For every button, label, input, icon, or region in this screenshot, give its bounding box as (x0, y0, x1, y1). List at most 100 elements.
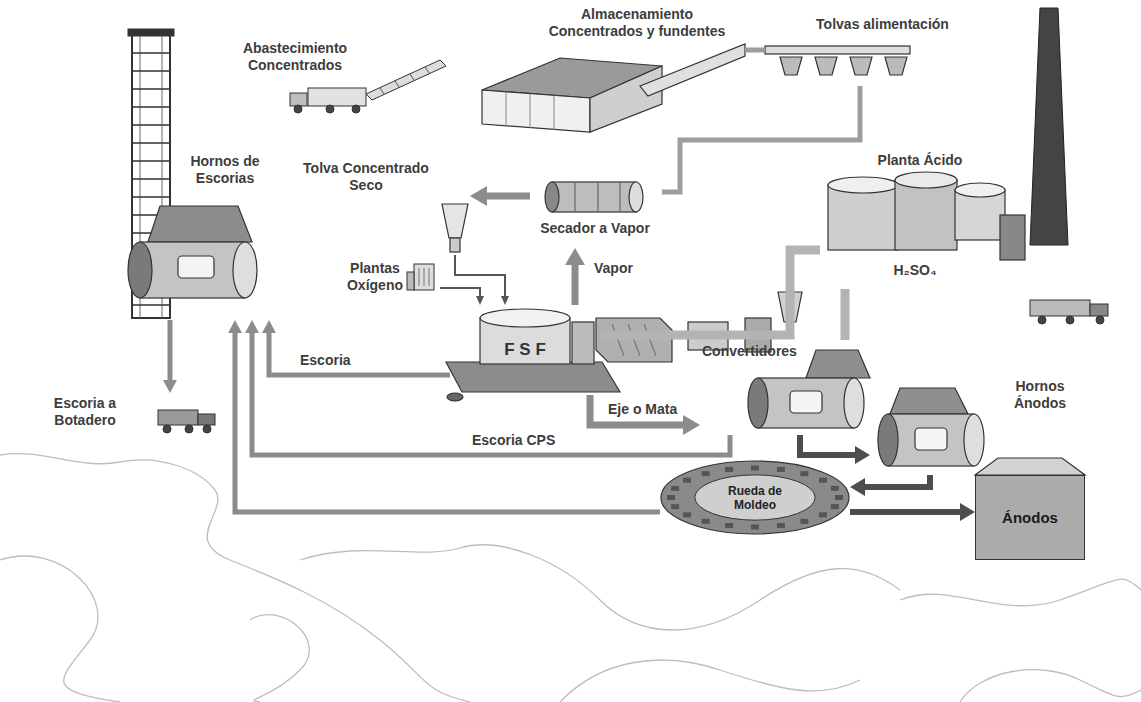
slag-dump: Escoria a Botadero (30, 393, 225, 438)
equipment-label: Hornos de Escorias (175, 153, 275, 187)
storage-building (482, 44, 745, 132)
anode-furnace-node: Hornos Ánodos (870, 375, 1098, 475)
storage-area: Almacenamiento Concentrados y fundentes (470, 4, 745, 134)
wheel-hub (695, 475, 815, 520)
equipment-label: F S F (504, 340, 546, 360)
slag-furnace (128, 242, 152, 298)
oxygen-plant (407, 264, 434, 290)
supply-area: Abastecimiento Concentrados (225, 38, 445, 113)
feed-arrow (440, 288, 480, 297)
mould (777, 467, 785, 472)
storage-building (640, 44, 745, 96)
anode-box: Ánodos (975, 475, 1085, 560)
steam-dryer (629, 182, 643, 212)
anode-furnace (964, 414, 984, 466)
acid-stack (1030, 8, 1068, 245)
feed-hoppers (815, 57, 837, 75)
converter (806, 350, 870, 378)
supply-truck (352, 105, 360, 113)
acid-truck (1030, 300, 1090, 316)
feed-hoppers (850, 57, 872, 75)
dry-concentrate-hopper (442, 204, 468, 252)
acid-plant-tanks (955, 183, 1005, 197)
equipment-label: Ánodos (1002, 509, 1058, 527)
flash-furnace (447, 393, 463, 401)
mould (831, 504, 839, 509)
dump-truck (185, 425, 193, 433)
mould (751, 525, 759, 530)
acid-plant-tanks (1000, 215, 1025, 260)
converter-node: Convertidores (700, 340, 870, 435)
terrain-lines (0, 556, 120, 702)
acid-plant-tanks (828, 185, 898, 250)
feed-arrow (455, 255, 505, 297)
slag-furnace-node: Hornos de Escorias (120, 150, 277, 320)
waste-heat-boiler (596, 318, 672, 362)
slag-furnace (140, 242, 245, 298)
slag-furnace (148, 206, 252, 242)
mould (683, 512, 691, 517)
equipment-label: Abastecimiento Concentrados (230, 40, 360, 74)
feed-hoppers (885, 57, 907, 75)
flow-arrow (572, 262, 579, 305)
mould (671, 504, 679, 509)
dry-concentrate-hopper (442, 204, 468, 238)
acid-truck (1090, 304, 1108, 316)
arrow-head (850, 478, 865, 496)
equipment-label: Rueda de Moldeo (715, 484, 795, 512)
mould (819, 478, 827, 483)
feed-hoppers (765, 46, 910, 54)
acid-plant-tanks (895, 180, 957, 250)
mould (683, 478, 691, 483)
arrow-head (262, 320, 276, 333)
equipment-label: Plantas Oxígeno (340, 260, 410, 294)
dump-truck (163, 425, 171, 433)
acid-plant-tanks (828, 172, 1025, 260)
flow-arrow (252, 331, 730, 455)
acid-plant-tanks (828, 177, 898, 193)
anode-furnace (878, 414, 898, 466)
flash-furnace (446, 362, 620, 392)
flash-furnace (446, 309, 620, 401)
metal-flow-arrow (863, 475, 930, 487)
conveyor-line (662, 86, 860, 192)
acid-stack (1030, 8, 1068, 245)
arrow-head (501, 296, 509, 305)
acid-plant: Planta ÁcidoH₂SO₄ (820, 150, 1030, 289)
steam-dryer (552, 182, 636, 212)
flow-label: Escoria CPS (470, 432, 557, 449)
oxygen-plant (419, 268, 429, 286)
oxygen-plant (407, 272, 414, 290)
supply-truck (380, 67, 429, 94)
arrow-head (470, 186, 487, 206)
arrow-head (683, 415, 700, 435)
mould (671, 486, 679, 491)
mould (831, 486, 839, 491)
arrow-head (228, 320, 242, 333)
mould (751, 466, 759, 471)
metal-flow-arrow (850, 509, 962, 515)
arrow-head (476, 296, 484, 305)
flow-arrow (484, 193, 530, 200)
equipment-label: Almacenamiento Concentrados y fundentes (532, 6, 742, 40)
converter (790, 391, 822, 413)
mould (800, 519, 808, 524)
supply-truck (308, 88, 366, 106)
mould (835, 495, 843, 500)
mould (777, 523, 785, 528)
mould (667, 495, 675, 500)
storage-building (506, 92, 554, 130)
terrain-lines (560, 660, 860, 702)
hopper-group: Tolvas alimentación (765, 14, 965, 86)
arrow-head (960, 503, 975, 521)
supply-truck (290, 93, 307, 106)
mould (702, 519, 710, 524)
equipment-label: Tolvas alimentación (805, 16, 960, 33)
equipment-label: Convertidores (702, 343, 817, 360)
acid-plant-tanks (895, 172, 957, 188)
flow-arrow (590, 395, 686, 425)
terrain-lines (300, 545, 900, 630)
dry-concentrate-hopper (450, 238, 460, 252)
dump-truck (203, 425, 211, 433)
